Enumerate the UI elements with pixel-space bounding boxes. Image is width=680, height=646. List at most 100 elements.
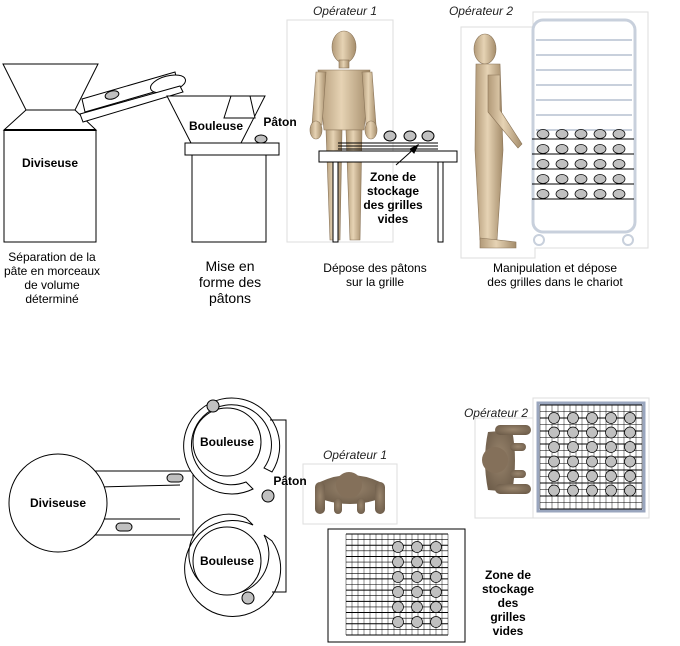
paton xyxy=(574,189,588,199)
top-bouleuse-label: Bouleuse xyxy=(199,435,254,449)
paton-top xyxy=(206,399,220,413)
chariot-wheel xyxy=(533,234,545,246)
paton xyxy=(605,441,617,453)
caption-line: de volume xyxy=(24,278,80,292)
top-bouleuse-2 xyxy=(192,526,262,596)
operateur2-label: Opérateur 2 xyxy=(448,4,514,18)
operateur1-caption: Dépose des pâtons sur la grille xyxy=(315,261,435,289)
paton xyxy=(586,455,598,468)
caption-line: sur la grille xyxy=(345,275,405,289)
paton xyxy=(536,144,550,154)
paton xyxy=(392,556,404,568)
paton xyxy=(392,541,404,553)
paton xyxy=(624,426,636,439)
operateur2-caption: Manipulation et dépose des grilles dans … xyxy=(470,261,640,289)
paton xyxy=(555,129,569,139)
paton xyxy=(411,616,423,628)
paton-top xyxy=(241,591,255,605)
storage-line: stockage xyxy=(366,184,420,198)
paton xyxy=(383,130,397,142)
caption-line: forme des xyxy=(198,274,262,290)
paton xyxy=(612,144,626,154)
caption-line: Dépose des pâtons xyxy=(323,261,427,275)
rack-trays xyxy=(532,129,634,200)
paton xyxy=(586,484,598,497)
bouleuse-table xyxy=(184,142,280,156)
paton xyxy=(548,412,560,424)
paton xyxy=(593,159,607,169)
paton xyxy=(536,174,550,184)
paton xyxy=(555,189,569,199)
top-paton-label: Pâton xyxy=(273,474,307,488)
storage-line: des grilles xyxy=(363,198,423,212)
paton xyxy=(605,455,617,468)
paton xyxy=(411,586,423,598)
top-diviseuse xyxy=(8,453,108,553)
paton xyxy=(411,541,423,553)
caption-line: Manipulation et dépose xyxy=(492,261,618,275)
paton xyxy=(624,455,636,468)
paton xyxy=(586,426,598,439)
chariot-frame xyxy=(531,18,637,234)
bouleuse-side xyxy=(166,95,280,243)
caption-line: Séparation de la xyxy=(8,250,96,264)
paton xyxy=(430,571,442,583)
storage-line: stockage xyxy=(481,582,535,596)
paton xyxy=(430,541,442,553)
operateur1-label: Opérateur 1 xyxy=(312,4,378,18)
paton xyxy=(430,601,442,613)
storage-top-grid xyxy=(345,533,449,636)
paton-on-conveyor xyxy=(104,90,120,100)
paton xyxy=(548,455,560,468)
caption-line: des grilles dans le chariot xyxy=(487,275,623,289)
caption-line: déterminé xyxy=(25,292,79,306)
caption-line: pâte en morceaux xyxy=(3,264,101,278)
paton xyxy=(605,426,617,439)
paton xyxy=(567,470,579,482)
top-view-machines xyxy=(8,397,287,617)
paton xyxy=(567,412,579,424)
chariot-side xyxy=(531,18,637,246)
paton xyxy=(574,159,588,169)
paton xyxy=(567,426,579,439)
storage-line: Zone de xyxy=(369,170,416,184)
paton-conveyor xyxy=(115,522,133,532)
bouleuse-body xyxy=(191,154,267,243)
top-bouleuse-1-ring xyxy=(183,397,281,495)
top-diviseuse-label: Diviseuse xyxy=(29,496,87,510)
paton xyxy=(536,189,550,199)
top-bouleuse-1 xyxy=(192,407,262,477)
top-bouleuse-label: Bouleuse xyxy=(199,554,254,568)
paton xyxy=(567,455,579,468)
paton xyxy=(574,144,588,154)
operateur1-top-figure xyxy=(315,472,385,514)
top-operateur1-label: Opérateur 1 xyxy=(322,448,388,462)
paton xyxy=(392,616,404,628)
paton xyxy=(430,586,442,598)
paton xyxy=(593,174,607,184)
paton xyxy=(593,129,607,139)
storage-line: vides xyxy=(377,212,409,226)
paton xyxy=(555,159,569,169)
paton xyxy=(392,601,404,613)
paton xyxy=(624,484,636,497)
paton xyxy=(624,412,636,424)
paton xyxy=(411,556,423,568)
diviseuse-side xyxy=(2,63,99,243)
paton xyxy=(548,441,560,453)
paton xyxy=(536,159,550,169)
storage-line: vides xyxy=(492,624,524,638)
paton xyxy=(392,571,404,583)
paton xyxy=(586,412,598,424)
paton xyxy=(411,601,423,613)
paton xyxy=(612,174,626,184)
paton xyxy=(624,441,636,453)
table-top xyxy=(318,150,458,163)
paton xyxy=(392,586,404,598)
paton xyxy=(548,470,560,482)
paton xyxy=(430,556,442,568)
storage-line: Zone de xyxy=(484,568,531,582)
operateur2-top-figure xyxy=(482,425,531,494)
chariot-top-grid xyxy=(536,401,646,513)
conveyor-side xyxy=(79,71,187,123)
